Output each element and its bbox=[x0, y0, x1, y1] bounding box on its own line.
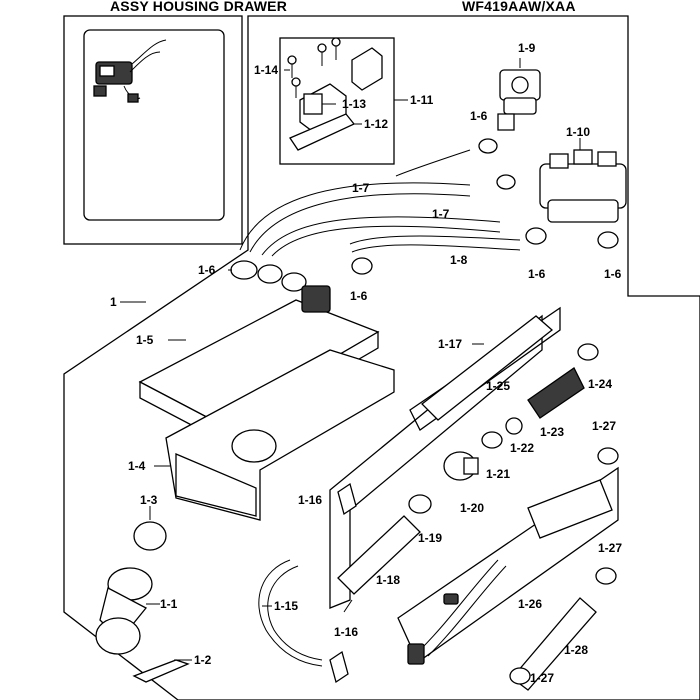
label-1-28: 1-28 bbox=[564, 643, 588, 657]
label-1-25: 1-25 bbox=[486, 379, 510, 393]
hose-1-8-edge bbox=[351, 244, 521, 253]
label-1-9: 1-9 bbox=[518, 41, 536, 55]
label-1-21: 1-21 bbox=[486, 467, 510, 481]
label-1-18: 1-18 bbox=[376, 573, 400, 587]
hose-1-7a bbox=[239, 182, 471, 251]
valve-1-10 bbox=[539, 149, 627, 223]
cap-1-20 bbox=[443, 451, 479, 481]
label-1-12: 1-12 bbox=[364, 117, 388, 131]
leader-lines bbox=[120, 58, 581, 661]
hose-1-7b-edge bbox=[271, 225, 501, 257]
screw-1-14 bbox=[287, 37, 341, 98]
label-1-27a: 1-27 bbox=[592, 419, 616, 433]
valve-1-9 bbox=[497, 69, 541, 131]
label-1-19: 1-19 bbox=[418, 531, 442, 545]
label-1-6a: 1-6 bbox=[470, 109, 488, 123]
inset-inner-frame bbox=[83, 29, 225, 221]
label-1-16a: 1-16 bbox=[298, 493, 322, 507]
inset-connector-assembly bbox=[93, 39, 167, 103]
label-1-20: 1-20 bbox=[460, 501, 484, 515]
label-1-6d: 1-6 bbox=[528, 267, 546, 281]
clamp-1-27b bbox=[595, 567, 617, 585]
hose-1-18 bbox=[337, 515, 421, 595]
cover-plate bbox=[351, 47, 383, 91]
label-1-16b: 1-16 bbox=[334, 625, 358, 639]
label-1-5: 1-5 bbox=[136, 333, 154, 347]
seal-1-21 bbox=[481, 431, 503, 449]
label-1-22: 1-22 bbox=[510, 441, 534, 455]
hose-1-15 bbox=[258, 559, 323, 667]
wire-harness-1-26 bbox=[407, 559, 507, 665]
label-1-10: 1-10 bbox=[566, 125, 590, 139]
clip-1-2 bbox=[132, 659, 190, 683]
drawer-front bbox=[175, 453, 257, 517]
clip-1-16b bbox=[329, 650, 349, 684]
board-module bbox=[527, 479, 613, 539]
label-1-13: 1-13 bbox=[342, 97, 366, 111]
diagram-title: ASSY HOUSING DRAWER bbox=[110, 0, 288, 14]
hose-1-7a-edge bbox=[249, 193, 471, 253]
label-1-23: 1-23 bbox=[540, 425, 564, 439]
label-1-11: 1-11 bbox=[410, 93, 434, 107]
bellows-1-1 bbox=[95, 567, 153, 655]
label-1-3: 1-3 bbox=[140, 493, 158, 507]
label-1-24: 1-24 bbox=[588, 377, 612, 391]
hose-1-15-edge bbox=[267, 565, 323, 661]
label-1-26: 1-26 bbox=[518, 597, 542, 611]
label-1-6c: 1-6 bbox=[350, 289, 368, 303]
connector-block bbox=[301, 285, 331, 313]
label-1-17: 1-17 bbox=[438, 337, 462, 351]
label-1-15: 1-15 bbox=[274, 599, 298, 613]
clip-1-16a bbox=[337, 482, 357, 516]
model-number: WF419AAW/XAA bbox=[462, 0, 576, 14]
ring-1-22 bbox=[505, 417, 523, 435]
hose-1-8 bbox=[349, 235, 521, 245]
label-1-7b: 1-7 bbox=[432, 207, 450, 221]
clamp-1-27a bbox=[597, 447, 619, 465]
clamp-1-27c bbox=[509, 667, 531, 685]
label-1-14: 1-14 bbox=[254, 63, 278, 77]
inset-frame bbox=[63, 15, 243, 245]
label-1-4: 1-4 bbox=[128, 459, 146, 473]
drawer-outlet bbox=[231, 429, 277, 463]
label-1-6e: 1-6 bbox=[604, 267, 622, 281]
label-1-27c: 1-27 bbox=[530, 671, 554, 685]
label-1-7a: 1-7 bbox=[352, 181, 370, 195]
label-1-2: 1-2 bbox=[194, 653, 212, 667]
hose-1-7b bbox=[261, 216, 501, 256]
label-1-1: 1-1 bbox=[160, 597, 178, 611]
hose-1-25 bbox=[421, 315, 554, 421]
label-1-27b: 1-27 bbox=[598, 541, 622, 555]
hose-upper bbox=[395, 149, 471, 177]
hose-1-28 bbox=[511, 597, 597, 691]
label-1-6b: 1-6 bbox=[198, 263, 216, 277]
bellows-1-23 bbox=[527, 367, 585, 419]
label-1: 1 bbox=[110, 295, 117, 309]
ring-1-3 bbox=[133, 521, 167, 551]
main-assembly-frame bbox=[63, 15, 700, 700]
label-1-8: 1-8 bbox=[450, 253, 468, 267]
clamp-1-24 bbox=[577, 343, 599, 361]
clamp-1-19 bbox=[408, 494, 432, 514]
